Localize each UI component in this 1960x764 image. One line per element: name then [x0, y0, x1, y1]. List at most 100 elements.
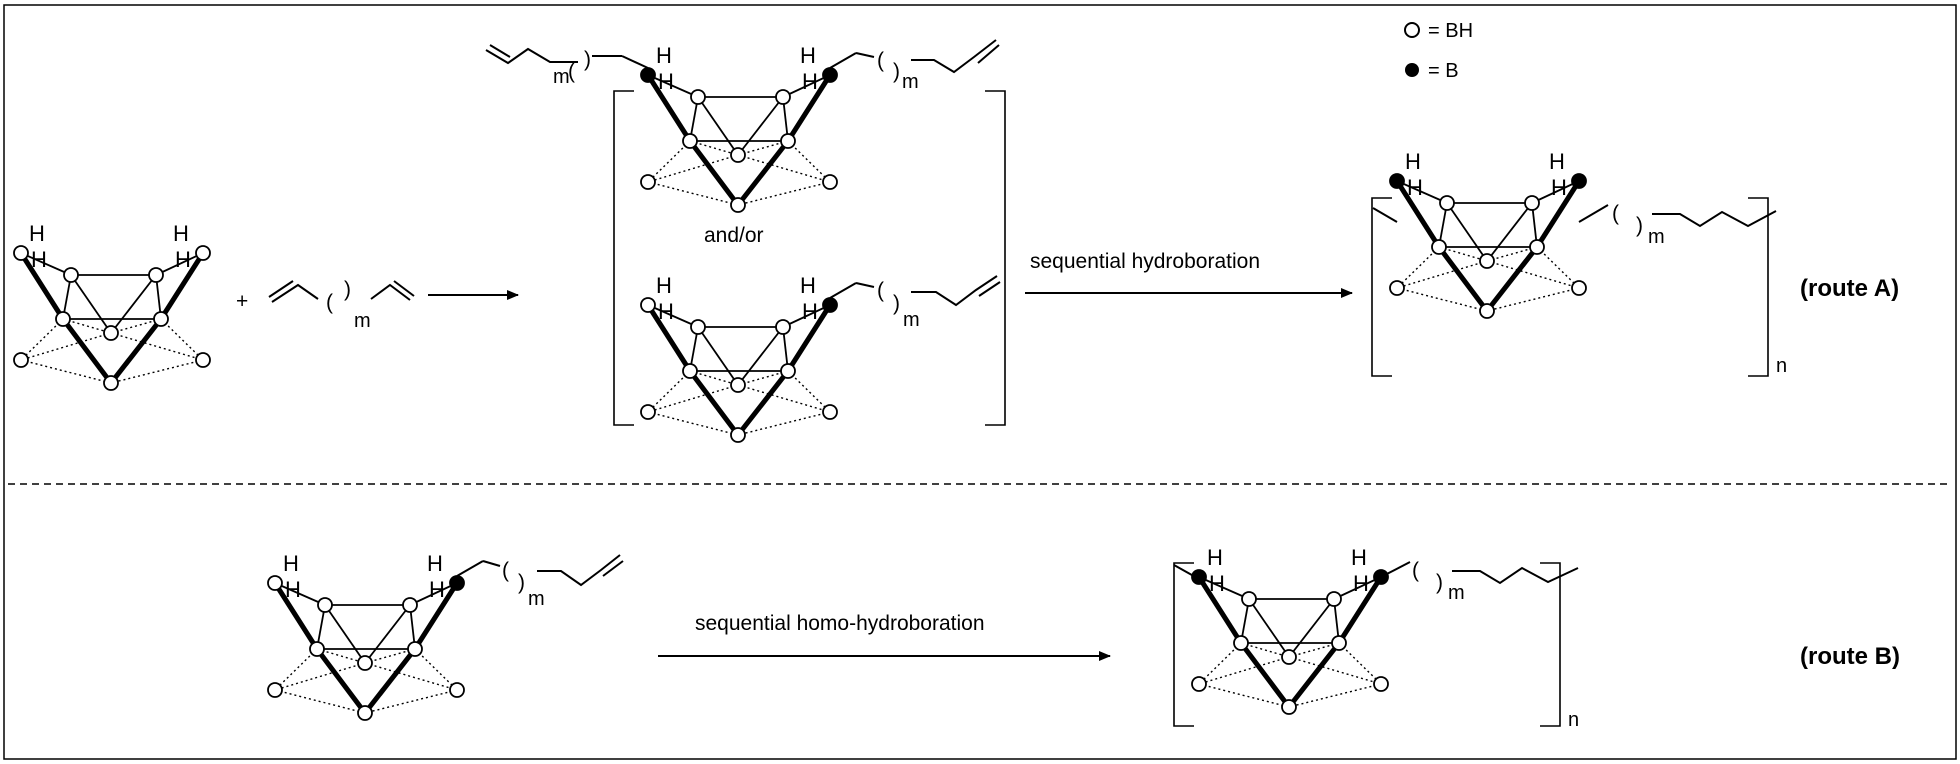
- diene-paren-right: ): [344, 278, 351, 301]
- alkenyl-chain-mono: ( ) m: [829, 275, 1001, 331]
- cage-bond-bold: [158, 251, 206, 321]
- cage-bond-bold: [1336, 575, 1384, 645]
- cage-bond-hashed: [274, 648, 318, 691]
- polymer-b-subscript-n: n: [1568, 709, 1579, 731]
- cage-bond-bold: [645, 73, 693, 143]
- route-a-label: (route A): [1800, 275, 1899, 302]
- bh-vertex-icon: [775, 89, 791, 105]
- bh-vertex-icon: [1389, 280, 1405, 296]
- bh-vertex-icon: [640, 404, 656, 420]
- bh-vertex-icon: [267, 682, 283, 698]
- cage-bond-hashed: [689, 140, 739, 156]
- boron-atom-icon: [1191, 569, 1207, 585]
- cage-hydrogen-label: H: [658, 299, 674, 324]
- monomer-b-paren-left: (: [502, 559, 509, 582]
- cage-bond-bold: [645, 303, 693, 373]
- cage-bond: [737, 326, 784, 386]
- polymer-b-bracket-left: [1173, 562, 1194, 727]
- cage-bond: [274, 582, 326, 606]
- cage-hydrogen-label: H: [1351, 545, 1367, 570]
- boron-atom-icon: [640, 67, 656, 83]
- cage-bond-hashed: [1396, 260, 1488, 289]
- cage-hydrogen-label: H: [1209, 571, 1225, 596]
- bh-vertex-icon: [640, 297, 656, 313]
- cage-bond-bold: [61, 317, 113, 385]
- cage-bond-hashed: [1288, 642, 1340, 658]
- alkenyl-chain-right: ( ) m: [829, 39, 1000, 93]
- intermediate-bracket-right: [985, 90, 1006, 426]
- chain-left-paren-left: (: [568, 60, 575, 83]
- cage-bond-hashed: [110, 359, 204, 384]
- alkenyl-chain-monomer-b: ( ) m: [456, 554, 624, 610]
- cage-bond-hashed: [1438, 246, 1488, 262]
- polymer-a-bracket-left: [1371, 197, 1392, 377]
- bh-vertex-icon: [730, 377, 746, 393]
- chain-right-subscript-m: m: [902, 71, 919, 93]
- cage-bond-bold: [1239, 641, 1291, 709]
- bh-vertex-icon: [267, 575, 283, 591]
- cage-bond: [155, 252, 204, 276]
- cage-bond-hashed: [647, 370, 691, 413]
- polymer-b-subscript-m: m: [1448, 582, 1465, 604]
- cage-hydrogen-label: H: [173, 221, 189, 246]
- legend-open-circle-icon: [1404, 22, 1420, 38]
- cage-hydrogen-label: H: [802, 69, 818, 94]
- cage-bond-hashed: [1486, 260, 1580, 289]
- cage-bond-hashed: [414, 648, 458, 691]
- polymer-a-paren-left: (: [1612, 202, 1619, 225]
- cage-hydrogen-label: H: [656, 43, 672, 68]
- chain-right-paren-left: (: [877, 49, 884, 72]
- boron-atom-icon: [1389, 173, 1405, 189]
- cage-bond-hashed: [647, 181, 739, 206]
- bh-vertex-icon: [1479, 303, 1495, 319]
- bh-vertex-icon: [1431, 239, 1447, 255]
- cage-bond-hashed: [647, 154, 739, 183]
- cage-hydrogen-label: H: [800, 273, 816, 298]
- cage-bond-hashed: [1240, 642, 1290, 658]
- cage-bond: [782, 74, 831, 98]
- bh-vertex-icon: [822, 404, 838, 420]
- bh-vertex-icon: [1331, 635, 1347, 651]
- cage-bond-bold: [688, 369, 740, 437]
- cage-bond-bold: [688, 139, 740, 207]
- bh-vertex-icon: [1233, 635, 1249, 651]
- bh-vertex-icon: [13, 352, 29, 368]
- legend-filled-label: = B: [1428, 60, 1459, 82]
- cage-bond-bold: [412, 581, 460, 651]
- bh-vertex-icon: [1571, 280, 1587, 296]
- intermediate-bracket-left: [613, 90, 634, 426]
- legend-open-label: = BH: [1428, 20, 1473, 42]
- bh-vertex-icon: [1281, 649, 1297, 665]
- cage-bond-hashed: [1198, 642, 1242, 685]
- chain-right-paren-right: ): [893, 60, 900, 83]
- mono-paren-right: ): [893, 292, 900, 315]
- bh-vertex-icon: [690, 89, 706, 105]
- cage-bond-bold: [736, 139, 790, 207]
- cage-bond-bold: [1485, 245, 1539, 313]
- cage-hydrogen-label: H: [29, 221, 45, 246]
- bh-vertex-icon: [13, 245, 29, 261]
- bh-vertex-icon: [148, 267, 164, 283]
- polymer-b-paren-right: ): [1436, 571, 1443, 594]
- polymer-a-subscript-n: n: [1776, 355, 1787, 377]
- bh-vertex-icon: [822, 174, 838, 190]
- cage-bond-hashed: [737, 411, 831, 436]
- cage-bond: [364, 604, 411, 664]
- cage-bond-bold: [1437, 245, 1489, 313]
- cage-bond: [1446, 202, 1488, 262]
- cage-bond: [20, 252, 72, 276]
- cage-bond: [697, 326, 739, 386]
- cage-bond-hashed: [110, 318, 162, 334]
- cage-hydrogen-label: H: [658, 69, 674, 94]
- cage-bond: [324, 604, 366, 664]
- cage-hydrogen-label: H: [175, 247, 191, 272]
- bh-vertex-icon: [682, 133, 698, 149]
- bh-vertex-icon: [730, 197, 746, 213]
- cage-hydrogen-label: H: [1207, 545, 1223, 570]
- bh-vertex-icon: [195, 245, 211, 261]
- bh-vertex-icon: [402, 597, 418, 613]
- bh-vertex-icon: [153, 311, 169, 327]
- cage-hydrogen-label: H: [31, 247, 47, 272]
